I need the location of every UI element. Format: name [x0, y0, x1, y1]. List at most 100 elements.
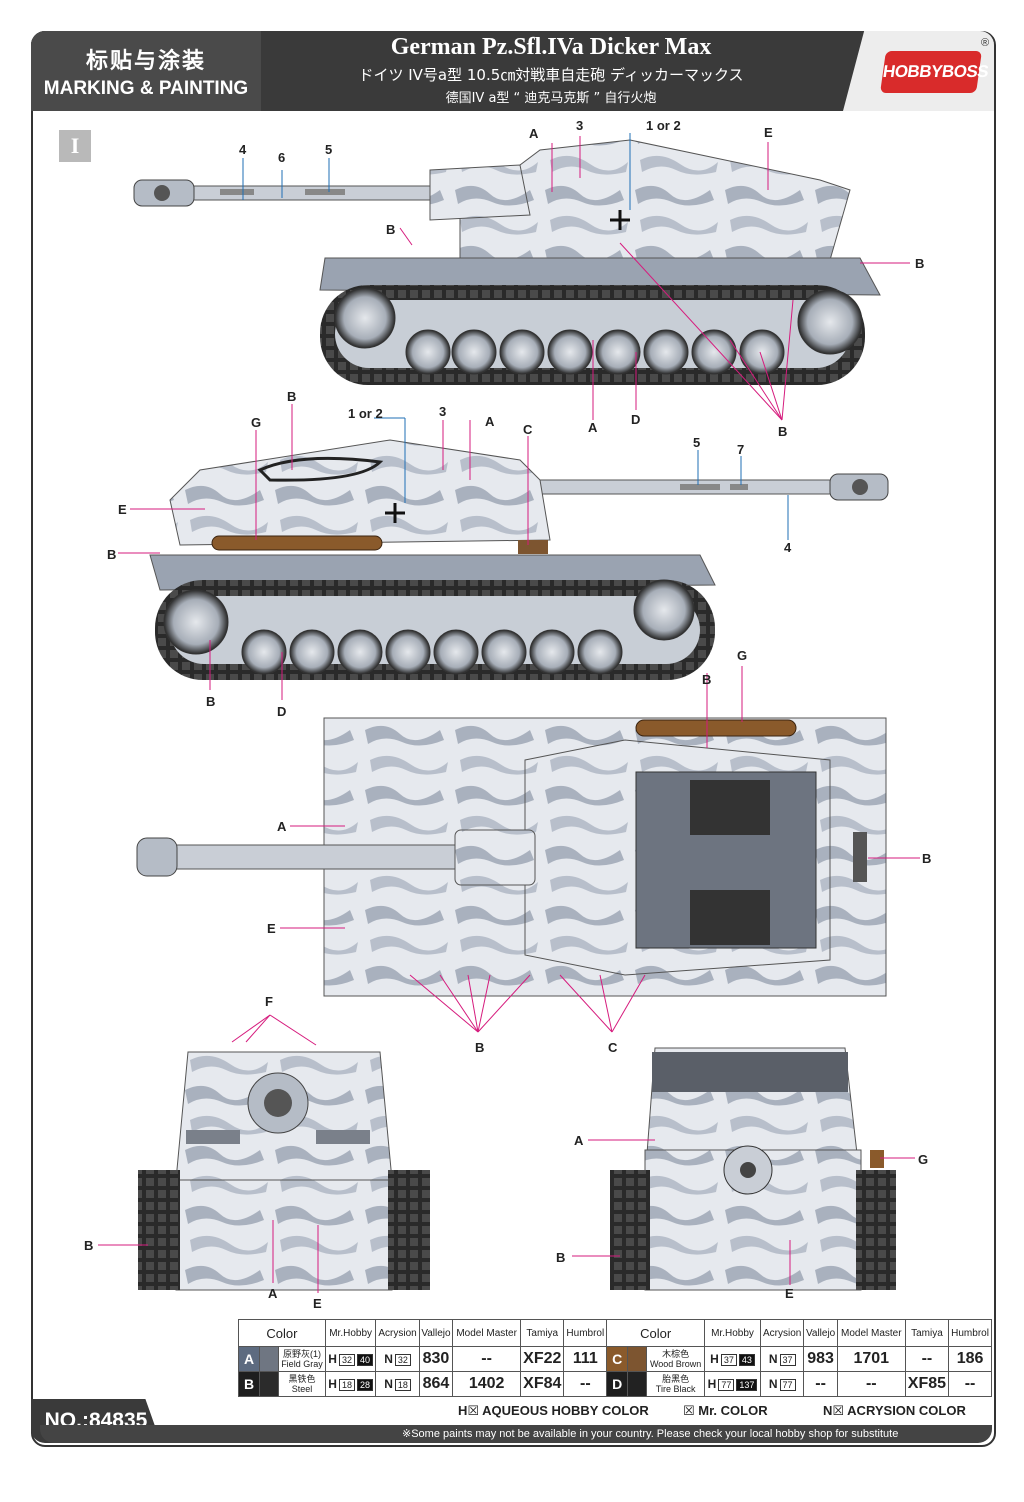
- color-name: 原野灰(1)Field Gray: [278, 1346, 326, 1372]
- header-color-2: Color: [606, 1319, 706, 1347]
- subtitle-japanese: ドイツ IV号a型 10.5㎝対戦車自走砲 ディッカーマックス: [358, 66, 744, 84]
- header-mrhobby: Mr.Hobby: [324, 1319, 377, 1347]
- callout-b-2: B: [107, 547, 116, 562]
- callout-d: D: [631, 412, 640, 427]
- humbrol-code: --: [563, 1371, 608, 1397]
- page-title: German Pz.Sfl.IVa Dicker Max: [390, 34, 712, 60]
- callout-g: G: [737, 648, 747, 663]
- color-letter: D: [606, 1371, 629, 1397]
- callout-b-2: B: [915, 256, 924, 271]
- callout-g: G: [251, 415, 261, 430]
- callout-b: B: [287, 389, 296, 404]
- humbrol-code: 186: [948, 1346, 992, 1372]
- callout-b-3: B: [206, 694, 215, 709]
- tamiya-code: XF85: [904, 1371, 950, 1397]
- callout-a-2: A: [588, 420, 598, 435]
- callout-3: 3: [439, 404, 446, 419]
- header-vallejo-2: Vallejo: [803, 1319, 838, 1347]
- header-vallejo: Vallejo: [418, 1319, 454, 1347]
- callout-a: A: [529, 126, 539, 141]
- road-wheels: [163, 579, 695, 675]
- model-master-code: --: [452, 1346, 522, 1372]
- header-color: Color: [238, 1319, 326, 1347]
- road-wheels: [334, 287, 863, 375]
- vallejo-code: 864: [418, 1371, 454, 1397]
- callout-e: E: [313, 1296, 322, 1311]
- color-swatch: [259, 1371, 279, 1397]
- header-humbrol-2: Humbrol: [948, 1319, 992, 1347]
- callout-a: A: [574, 1133, 584, 1148]
- callout-5: 5: [325, 142, 332, 157]
- rear-track-left: [610, 1170, 650, 1290]
- vallejo-code: --: [803, 1371, 838, 1397]
- callout-b: B: [84, 1238, 93, 1253]
- registered-mark: ®: [981, 37, 990, 49]
- top-view: B G A B E B C: [136, 648, 931, 1055]
- vallejo-code: 983: [803, 1346, 838, 1372]
- paint-brand-legend: H☒ AQUEOUS HOBBY COLOR ☒ Mr. COLOR N☒ AC…: [458, 1403, 988, 1423]
- callout-7: 7: [737, 442, 744, 457]
- header-model-master: Model Master: [452, 1319, 522, 1347]
- header-left-panel: 标贴与涂装 MARKING & PAINTING: [31, 31, 261, 111]
- callout-a: A: [268, 1286, 278, 1301]
- rear-track-right: [856, 1170, 896, 1290]
- logo-panel: HOBBYBOSS ®: [843, 31, 994, 111]
- callout-4: 4: [784, 540, 792, 555]
- header-tamiya-2: Tamiya: [904, 1319, 950, 1347]
- superstructure: [169, 439, 551, 546]
- paint-color-table: Color Mr.Hobby Acrysion Vallejo Model Ma…: [238, 1319, 992, 1397]
- legend-aqueous: H☒ AQUEOUS HOBBY COLOR: [458, 1403, 649, 1418]
- tamiya-code: XF84: [520, 1371, 565, 1397]
- color-letter: C: [606, 1346, 629, 1372]
- callout-g: G: [918, 1152, 928, 1167]
- humbrol-code: 111: [563, 1346, 608, 1372]
- callout-e: E: [118, 502, 127, 517]
- header-acrysion: Acrysion: [375, 1319, 420, 1347]
- callout-c: C: [608, 1040, 618, 1055]
- gun-mantlet: [429, 164, 531, 221]
- callout-e: E: [785, 1286, 794, 1301]
- wood-beam-top: [635, 719, 797, 737]
- callout-b-3: B: [475, 1040, 484, 1055]
- front-track-right: [388, 1170, 430, 1290]
- subtitle-chinese: 德国IV a型 “ 迪克马克斯 ” 自行火炮: [445, 91, 657, 106]
- header-title-en: MARKING & PAINTING: [43, 78, 249, 99]
- callout-b-3: B: [778, 424, 787, 439]
- callout-d: D: [277, 704, 286, 719]
- rear-view: A G B E: [556, 1047, 928, 1301]
- callout-1or2: 1 or 2: [646, 118, 681, 133]
- availability-note: ※Some paints may not be available in you…: [40, 1425, 992, 1443]
- header-title-cn: 标贴与涂装: [85, 49, 206, 74]
- model-master-code: --: [836, 1371, 906, 1397]
- vallejo-code: 830: [418, 1346, 454, 1372]
- muzzle-brake: [136, 837, 178, 877]
- color-letter: B: [238, 1371, 260, 1397]
- callout-b-1: B: [386, 222, 395, 237]
- header-mrhobby-2: Mr.Hobby: [704, 1319, 761, 1347]
- humbrol-code: --: [948, 1371, 992, 1397]
- header-tamiya: Tamiya: [520, 1319, 565, 1347]
- color-letter: A: [238, 1346, 260, 1372]
- color-swatch: [627, 1371, 648, 1397]
- callout-a: A: [485, 414, 495, 429]
- mantlet-top: [454, 829, 536, 886]
- color-swatch: [259, 1346, 279, 1372]
- header-model-master-2: Model Master: [836, 1319, 906, 1347]
- legend-acrysion: N☒ ACRYSION COLOR: [823, 1403, 966, 1418]
- callout-b: B: [556, 1250, 565, 1265]
- legend-mrcolor: ☒ Mr. COLOR: [683, 1403, 768, 1418]
- front-hull: [175, 1179, 393, 1291]
- callout-4: 4: [239, 142, 247, 157]
- header: 标贴与涂装 MARKING & PAINTING German Pz.Sfl.I…: [31, 31, 994, 111]
- wood-beam: [211, 535, 383, 551]
- callout-e: E: [267, 921, 276, 936]
- color-swatch: [627, 1346, 648, 1372]
